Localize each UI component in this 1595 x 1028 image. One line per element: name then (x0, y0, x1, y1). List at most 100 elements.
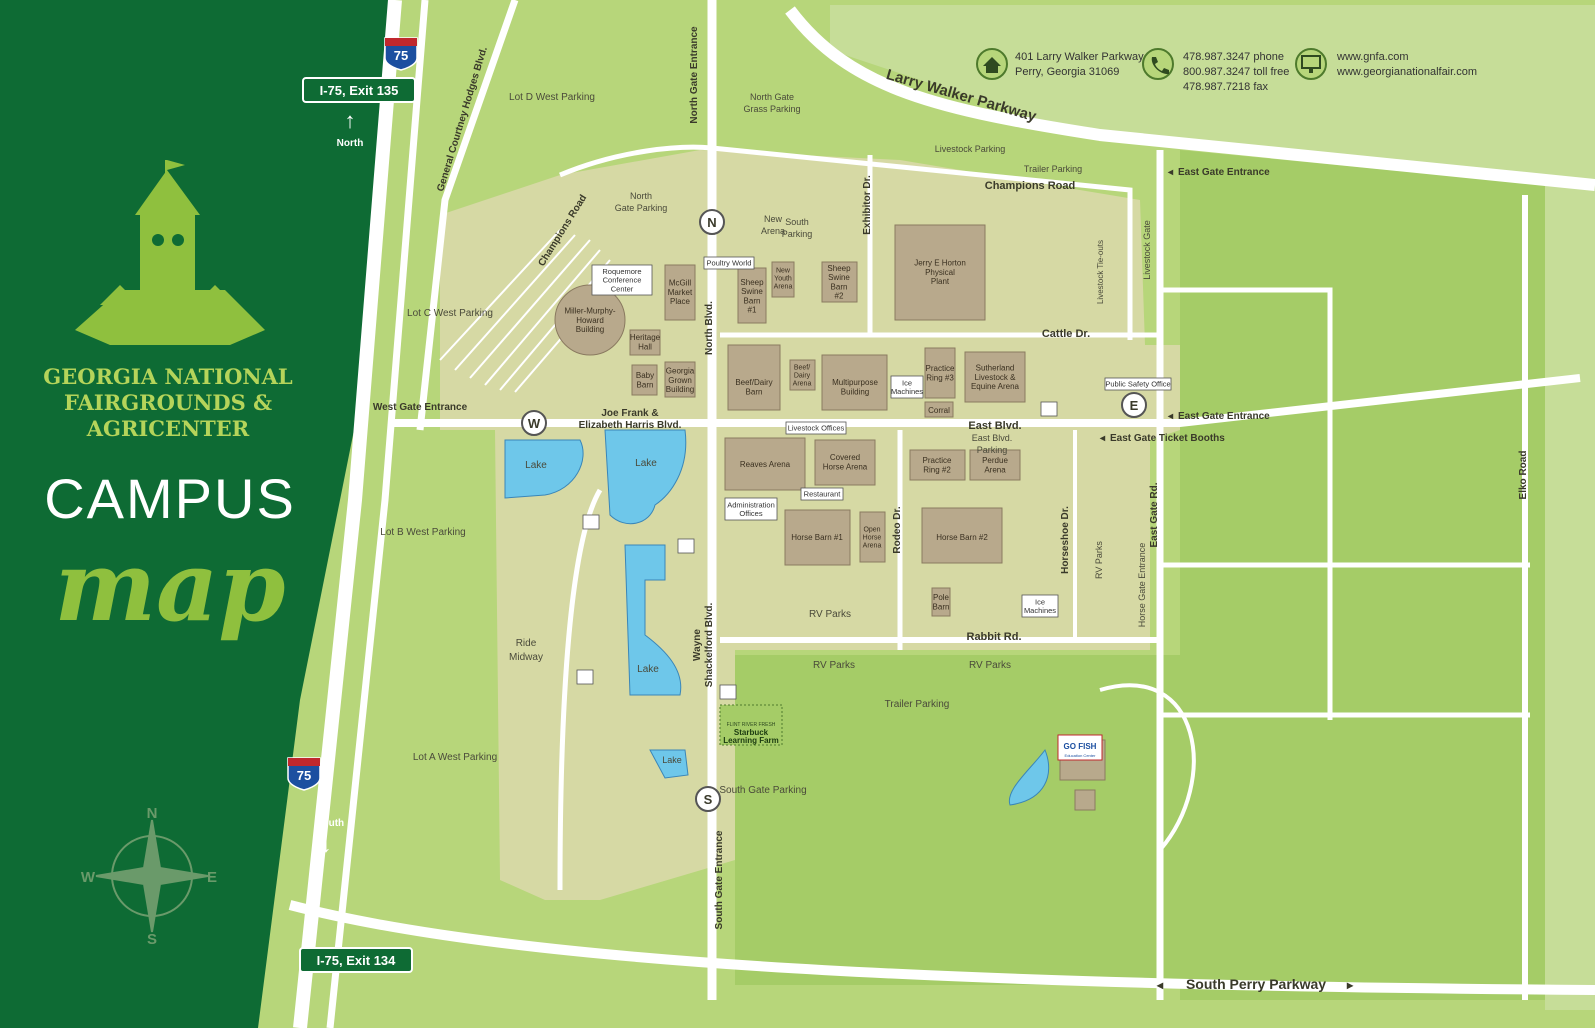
web-line-1[interactable]: www.gnfa.com (1336, 51, 1409, 63)
west-gate-marker[interactable] (521, 410, 547, 436)
callout-admin-line-2: Offices (739, 509, 762, 518)
org-line-2: FAIRGROUNDS & (64, 390, 272, 415)
trailer-bottom-label: Trailer Parking (885, 699, 950, 710)
south-gate-marker[interactable] (695, 786, 721, 812)
callout-ice1-box (890, 375, 924, 399)
north-gate-marker[interactable] (699, 209, 725, 235)
building-horton-line-2: Physical (925, 268, 955, 277)
south-perry-arrow-right: ▸ (1346, 978, 1354, 992)
building-new-youth-line-2: Youth (774, 275, 792, 282)
east-fields (830, 5, 1595, 1010)
building-practice2-line-1: Practice (923, 456, 952, 465)
trailer-top-label: Trailer Parking (1024, 164, 1082, 174)
building-miller-line-3: Building (576, 325, 604, 334)
building-practice3-line-1: Practice (926, 364, 955, 373)
west-gate-entrance: West Gate Entrance (373, 402, 468, 413)
address-line-2: Perry, Georgia 31069 (1015, 66, 1119, 78)
building-sheep2-line-1: Sheep (827, 264, 851, 273)
perdue-building (969, 449, 1021, 481)
beef-arena-building (789, 359, 816, 391)
joe-frank-label-2: Elizabeth Harris Blvd. (579, 420, 682, 431)
callout-roquemore-box (591, 264, 653, 296)
phone-line-3: 478.987.7218 fax (1183, 81, 1269, 93)
elko-label: Elko Road (1518, 451, 1529, 500)
i75-shield-north-cap (385, 38, 417, 46)
building-beef-dairy-barn-line-1: Beef/Dairy (735, 378, 772, 387)
practice2-building (909, 449, 966, 481)
horse2-building (921, 507, 1003, 564)
south-arrow-icon: ↓ (321, 832, 332, 857)
practice3-building (924, 347, 956, 399)
starbuck-label-2: Starbuck (734, 728, 769, 737)
marker-n-text: N (707, 215, 716, 230)
field-road-3 (1160, 287, 1333, 720)
covered-arena-building (814, 439, 876, 486)
gofish-label-1: GO FISH (1064, 742, 1097, 751)
north-grass-label-2: Grass Parking (743, 104, 800, 114)
callout-restaurant-box (800, 487, 844, 501)
callout-ice2-line-2: Machines (1024, 606, 1056, 615)
org-line-1: GEORGIA NATIONAL (43, 364, 293, 389)
south-parking-label-2: Parking (782, 229, 813, 239)
south-perry-parkway-road (288, 900, 1595, 995)
sheep1-building (737, 267, 767, 324)
lot-a-label: Lot A West Parking (413, 752, 497, 763)
building-covered-line-1: Covered (830, 453, 860, 462)
building-sheep1-line-4: #1 (748, 306, 757, 315)
beef-barn-building (727, 344, 781, 411)
restroom-icon-1 (582, 514, 600, 530)
marker-s-text: S (704, 792, 713, 807)
rv-parks-2-label: RV Parks (813, 660, 855, 671)
south-gate-entrance: South Gate Entrance (714, 830, 725, 929)
building-beef-dairy-arena-line-3: Arena (793, 381, 812, 388)
frontage-road (326, 0, 429, 1028)
tie-outs-label: Livestock Tie-outs (1096, 240, 1105, 304)
north-grass-label-1: North Gate (750, 92, 794, 102)
building-multipurpose-line-1: Multipurpose (832, 378, 878, 387)
building-sheep1-line-3: Barn (744, 296, 761, 305)
east-gate-entrance-mid-arrow: ◂ (1167, 411, 1174, 422)
heritage-building (629, 329, 661, 356)
east-blvd-parking-2: Parking (977, 445, 1008, 455)
north-label: North (337, 138, 364, 149)
marker-w-text: W (528, 416, 541, 431)
building-beef-dairy-barn-line-2: Barn (746, 387, 763, 396)
callout-ice1-line-1: Ice (902, 378, 912, 387)
south-field (735, 655, 1530, 985)
i75-north-number: 75 (394, 48, 408, 63)
east-blvd-label: East Blvd. (968, 420, 1021, 432)
compass-w: W (81, 869, 96, 886)
north-gate-parking-1: North (630, 191, 652, 201)
horse-gate-label: Horse Gate Entrance (1137, 543, 1147, 628)
callout-admin-box (724, 497, 778, 521)
rv-parks-3-label: RV Parks (969, 660, 1011, 671)
building-pole-line-1: Pole (933, 593, 950, 602)
lake-3-label: Lake (637, 664, 659, 675)
sheep2-building (821, 261, 858, 303)
callout-public-safety-line-1: Public Safety Office (1105, 380, 1170, 389)
north-blvd-label: North Blvd. (704, 301, 715, 355)
monitor-icon (1295, 48, 1327, 80)
starbuck-label-3: Learning Farm (723, 736, 779, 745)
starbuck-farm-area (719, 704, 783, 746)
building-sheep1-line-1: Sheep (740, 278, 764, 287)
horse1-building (784, 509, 851, 566)
web-line-2[interactable]: www.georgianationalfair.com (1336, 66, 1477, 78)
building-baby-barn-line-1: Baby (636, 371, 654, 380)
building-heritage-line-2: Hall (638, 342, 652, 351)
gofish-badge (1057, 734, 1103, 761)
pole-barn-building (931, 587, 951, 617)
east-gate-marker[interactable] (1121, 392, 1147, 418)
callout-livestock-offices-line-1: Livestock Offices (788, 424, 845, 433)
road-network (288, 0, 1595, 1028)
larry-walker-parkway-road (785, 6, 1595, 191)
building-miller-line-1: Miller-Murphy- (564, 307, 615, 316)
gofish-label-2: Education Center (1065, 753, 1097, 758)
building-heritage-line-1: Heritage (630, 333, 661, 342)
building-horse2-line-1: Horse Barn #2 (936, 533, 988, 542)
building-baby-barn-line-2: Barn (637, 380, 654, 389)
east-gate-entrance-top-arrow: ◂ (1167, 167, 1174, 178)
phone-icon (1142, 48, 1174, 80)
lakes (504, 429, 1050, 806)
